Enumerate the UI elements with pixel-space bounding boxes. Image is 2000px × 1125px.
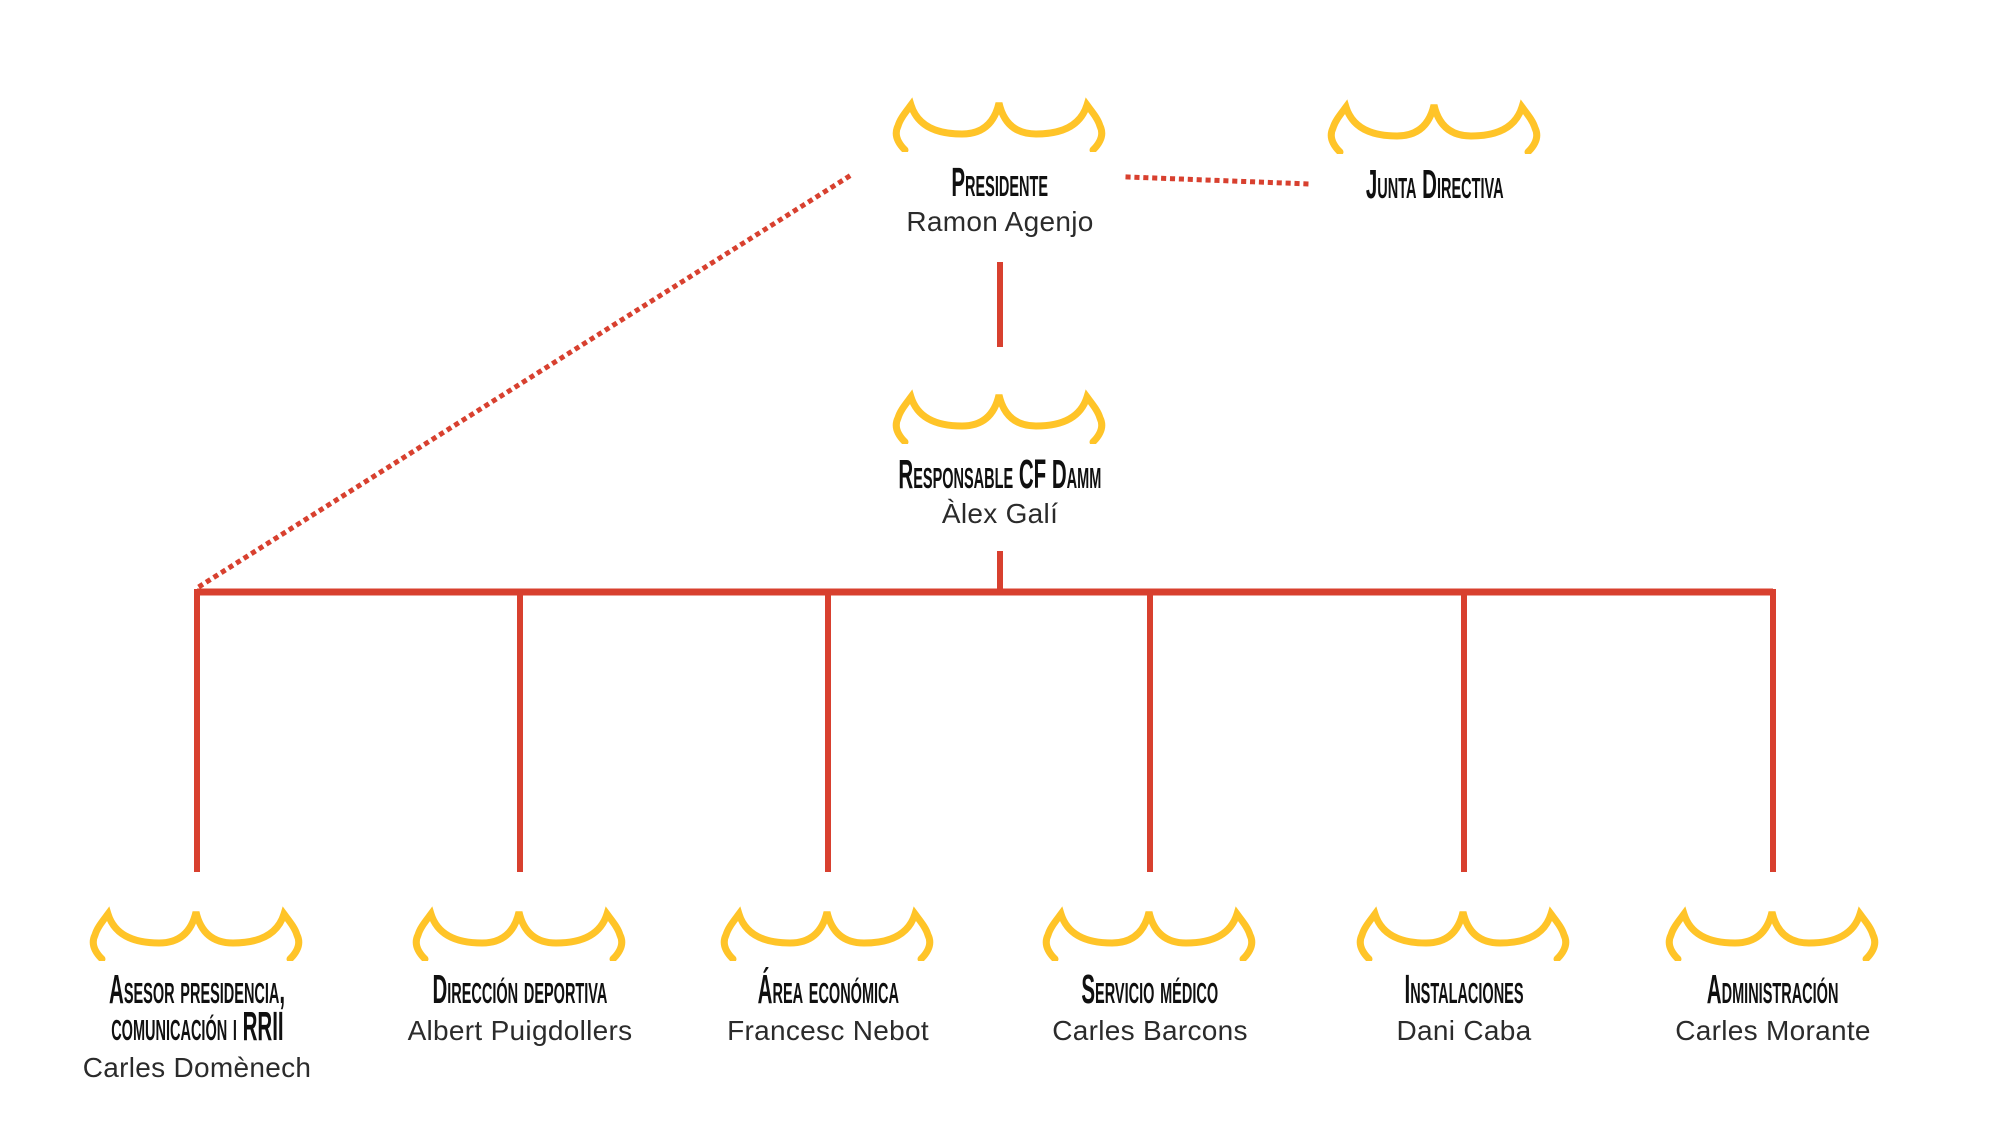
title-text: Servicio médico [1081, 966, 1219, 1012]
title-text: Presidente [951, 159, 1049, 205]
node-person-name: Albert Puigdollers [407, 1015, 633, 1046]
crown-icon [1356, 906, 1570, 961]
node-title: Junta Directiva [1255, 161, 1615, 207]
node-title: Servicio médico [970, 966, 1330, 1012]
node-area-economica: Área económica Francesc Nebot [648, 897, 1008, 1048]
node-title: Dirección deportiva [340, 966, 700, 1012]
title-text: Área económica [757, 966, 899, 1012]
node-servicio-medico: Servicio médico Carles Barcons [970, 897, 1330, 1048]
node-title: Instalaciones [1284, 966, 1644, 1012]
title-text: Asesor presidencia, [108, 966, 286, 1012]
title-text: Junta Directiva [1366, 161, 1504, 207]
node-junta-directiva: Junta Directiva [1255, 90, 1615, 207]
node-asesor-presidencia: Asesor presidencia, comunicación i RRII … [17, 897, 377, 1085]
node-administracion: Administración Carles Morante [1593, 897, 1953, 1048]
title-text: Dirección deportiva [432, 966, 608, 1012]
crown-icon [720, 906, 934, 961]
node-person-name: Carles Domènech [82, 1052, 312, 1083]
node-person-name: Carles Barcons [1052, 1015, 1248, 1046]
node-person-name: Dani Caba [1396, 1015, 1532, 1046]
crown-icon [412, 906, 626, 961]
node-responsable-cf-damm: Responsable CF Damm Àlex Galí [820, 380, 1180, 531]
node-title: Responsable CF Damm [820, 451, 1180, 497]
node-person-name: Ramon Agenjo [906, 206, 1094, 237]
node-person-name: Carles Morante [1675, 1015, 1871, 1046]
node-title: Presidente [820, 159, 1180, 205]
node-presidente: Presidente Ramon Agenjo [820, 88, 1180, 239]
crown-icon [89, 906, 303, 961]
node-direccion-deportiva: Dirección deportiva Albert Puigdollers [340, 897, 700, 1048]
crown-icon [1042, 906, 1256, 961]
crown-icon [892, 97, 1106, 152]
title-text: Instalaciones [1404, 966, 1524, 1012]
crown-icon [892, 389, 1106, 444]
node-person-name: Francesc Nebot [727, 1015, 929, 1046]
node-title: Administración [1593, 966, 1953, 1012]
node-person-name: Àlex Galí [941, 498, 1059, 529]
crown-icon [1665, 906, 1879, 961]
node-title: Asesor presidencia, comunicación i RRII [17, 966, 377, 1049]
title-text: Administración [1707, 966, 1839, 1012]
title-text: Responsable CF Damm [898, 451, 1102, 497]
node-instalaciones: Instalaciones Dani Caba [1284, 897, 1644, 1048]
title-text: comunicación i RRII [110, 1003, 284, 1049]
node-title: Área económica [648, 966, 1008, 1012]
crown-icon [1327, 99, 1541, 154]
dotted-connector-diagonal [193, 173, 852, 592]
